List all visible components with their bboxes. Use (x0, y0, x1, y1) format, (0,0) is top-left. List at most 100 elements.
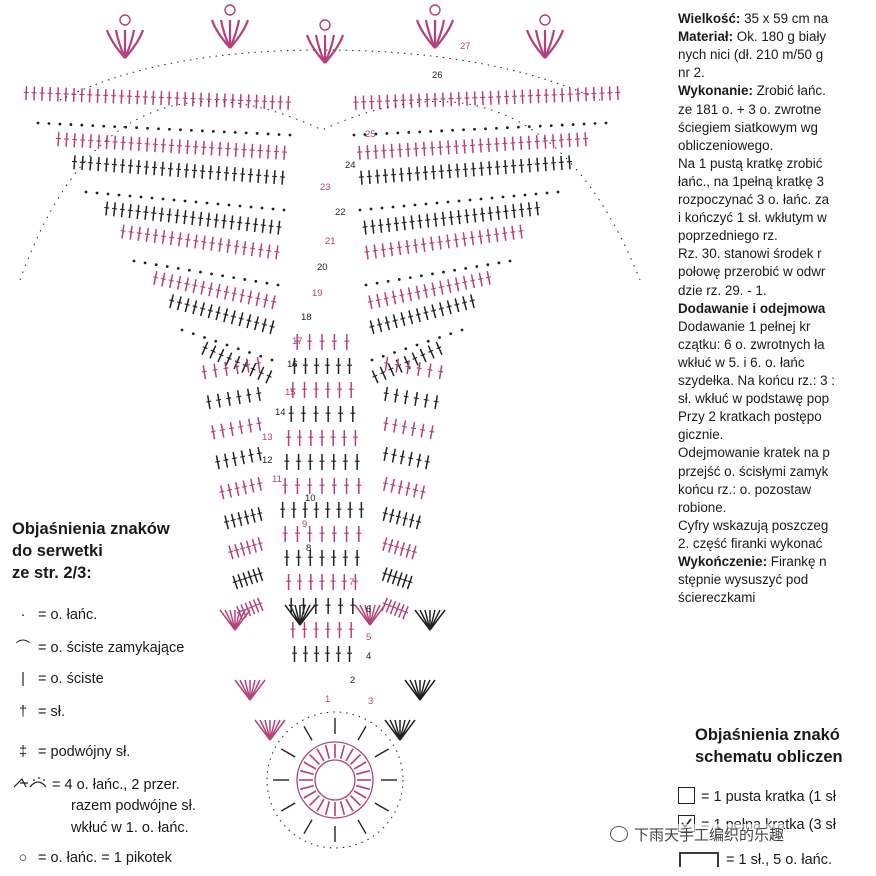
stitch-mark (385, 357, 387, 371)
stitch-mark (245, 223, 250, 224)
bar-icon: | (12, 670, 34, 689)
stitch-mark (410, 221, 415, 222)
stitch-mark (146, 228, 148, 242)
stitch-mark (276, 227, 281, 228)
stitch-mark (213, 370, 218, 371)
chain-stitch (447, 201, 450, 204)
stitch-mark (260, 243, 262, 257)
stitch-mark (258, 573, 263, 575)
stitch-mark (258, 249, 263, 250)
stitch-mark (272, 95, 273, 109)
stitch-mark (200, 287, 205, 288)
instruction-line: ze 181 o. + 3 o. zwrotne (678, 101, 821, 118)
stitch-mark (440, 365, 442, 379)
stitch-mark (402, 426, 407, 427)
stitch-mark (425, 220, 430, 221)
instruction-line: końcu rz.: o. pozostaw (678, 481, 811, 498)
stitch-mark (215, 214, 217, 228)
stitch-mark (393, 576, 398, 578)
stitch-mark (235, 488, 240, 489)
stitch-mark (385, 322, 390, 323)
chain-stitch (195, 201, 198, 204)
stitch-mark (545, 157, 546, 171)
stitch-mark (427, 370, 432, 371)
stitch-mark (128, 210, 133, 211)
chain-stitch (173, 199, 176, 202)
stitch-mark (234, 167, 235, 181)
stitch-mark (255, 298, 260, 299)
chain-stitch (192, 332, 195, 335)
chain-stitch (398, 278, 401, 281)
stitch-mark (456, 140, 457, 154)
stitch-mark (155, 138, 156, 152)
stitch-mark (235, 240, 237, 254)
stitch-mark (268, 145, 269, 159)
stitch-mark (163, 139, 164, 153)
chain-stitch (232, 276, 235, 279)
stitch-mark (208, 213, 210, 227)
instruction-line: ściereczkami (678, 589, 755, 606)
stitch-mark (408, 581, 413, 583)
stitch-mark (496, 228, 498, 242)
row-number: 8 (306, 543, 311, 554)
stitch-mark (377, 170, 378, 184)
stitch-mark (486, 235, 491, 236)
stitch-mark (210, 243, 215, 244)
stitch-mark (179, 140, 180, 154)
stitch-mark (159, 214, 164, 215)
stitch-mark (223, 368, 228, 369)
picot-mark (320, 20, 330, 30)
legend-item: | = o. ściste (12, 670, 104, 689)
stitch-mark (154, 229, 156, 243)
stitch-mark (529, 202, 531, 216)
chain-stitch (250, 206, 253, 209)
stitch-mark (402, 222, 407, 223)
stitch-mark (439, 236, 441, 250)
stitch-mark (218, 394, 220, 408)
stitch-mark (610, 86, 611, 100)
stitch-mark (201, 93, 202, 107)
stitch-mark (171, 231, 173, 245)
stitch-mark (211, 431, 216, 432)
stitch-mark (257, 357, 259, 371)
chain-stitch (223, 130, 226, 133)
chain-stitch (359, 209, 362, 212)
stitch-mark (497, 206, 499, 220)
stitch-mark (455, 283, 460, 284)
stitch-mark (385, 169, 386, 183)
stitch-mark (504, 137, 505, 151)
stitch-mark (138, 227, 140, 241)
stitch-mark (562, 88, 563, 102)
stitch-mark (384, 423, 389, 424)
empty-box-icon (678, 787, 695, 804)
stitch-mark (74, 133, 75, 147)
stitch-mark (397, 247, 402, 248)
stitch-mark (192, 285, 197, 286)
stitch-mark (216, 312, 221, 313)
stitch-mark (535, 208, 540, 209)
stitch-mark (251, 514, 256, 515)
chain-stitch (427, 340, 430, 343)
stitch-mark (185, 92, 186, 106)
stitch-mark (417, 368, 422, 369)
chain-stitch (509, 260, 512, 263)
stitch-mark (429, 243, 434, 244)
chain-stitch (420, 274, 423, 277)
stitch-mark (231, 519, 236, 520)
stitch-mark (136, 211, 141, 212)
stitch-mark (618, 86, 619, 100)
stitch-mark (396, 516, 401, 517)
chain-stitch (431, 273, 434, 276)
stitch-mark (276, 246, 278, 260)
row-number: 11 (272, 474, 282, 485)
stitch-mark (113, 89, 114, 103)
stitch-mark (474, 208, 476, 222)
stitch-mark (234, 246, 239, 247)
stitch-mark (545, 135, 546, 149)
stitch-mark (288, 96, 289, 110)
stitch-mark (400, 548, 405, 549)
instruction-line: poprzedniego rz. (678, 227, 778, 244)
chain-stitch (243, 278, 246, 281)
stitch-mark (384, 298, 389, 299)
stitch-mark (450, 211, 452, 225)
